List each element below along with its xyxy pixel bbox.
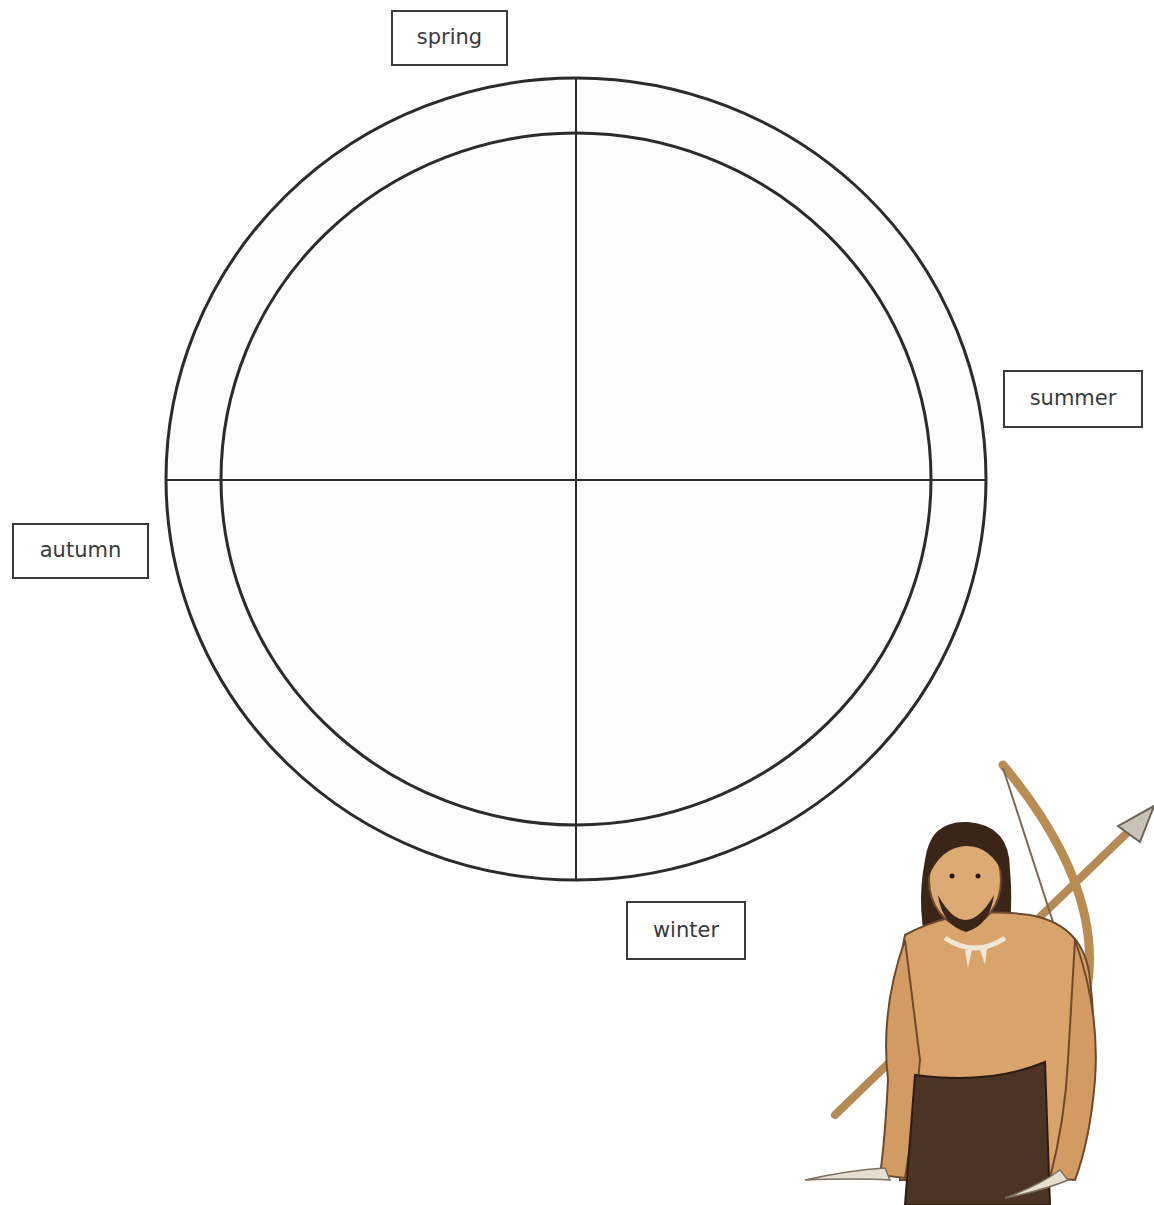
season-label: winter (653, 918, 719, 943)
season-label-box: autumn (12, 523, 149, 579)
season-label: summer (1030, 386, 1117, 411)
season-label-box: spring (391, 10, 508, 66)
caveman-illustration (805, 765, 1154, 1205)
season-wheel (166, 78, 986, 880)
season-label-box: summer (1003, 370, 1143, 428)
season-label: autumn (40, 538, 122, 563)
season-label-box: winter (626, 901, 746, 960)
season-label: spring (417, 25, 482, 50)
